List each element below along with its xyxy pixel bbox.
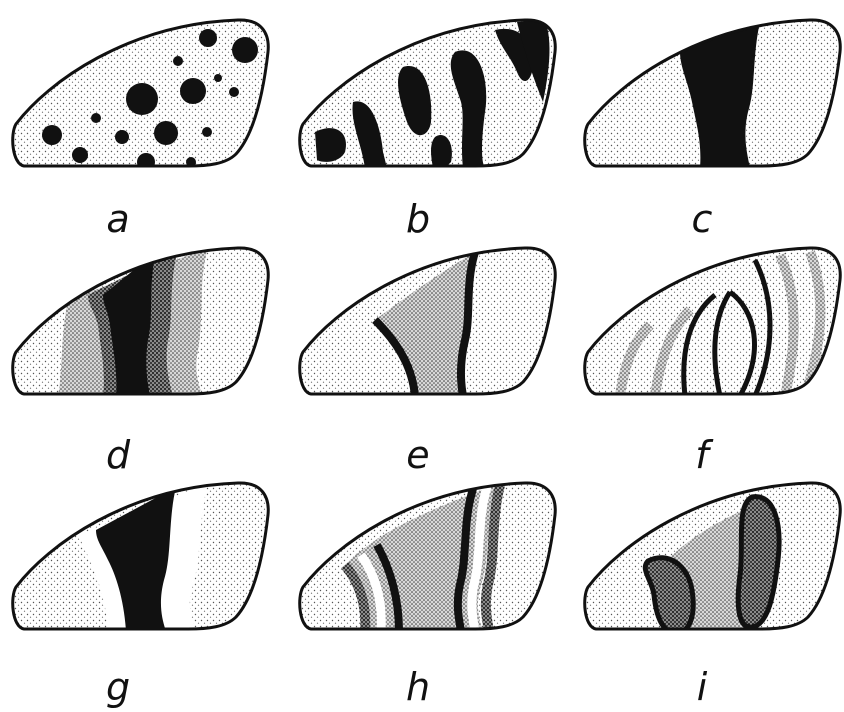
wing-panel-c — [585, 20, 841, 168]
wing-panel-i — [585, 483, 841, 633]
panel-label-h: h — [406, 665, 430, 709]
wing-panel-d — [13, 248, 269, 396]
panel-label-c: c — [692, 197, 713, 241]
wing-panel-e — [300, 248, 556, 396]
wing-panel-h — [300, 483, 556, 631]
panel-label-e: e — [406, 433, 429, 477]
panel-label-f: f — [695, 433, 714, 477]
panel-label-d: d — [106, 433, 131, 477]
wing-panel-f — [585, 248, 841, 396]
panel-label-g: g — [106, 665, 130, 709]
panel-label-b: b — [406, 197, 430, 241]
wing-panel-g — [13, 483, 269, 631]
wing-panel-a — [13, 20, 269, 202]
wing-panel-b — [300, 20, 556, 168]
panel-label-i: i — [697, 665, 708, 709]
panel-label-a: a — [106, 197, 129, 241]
